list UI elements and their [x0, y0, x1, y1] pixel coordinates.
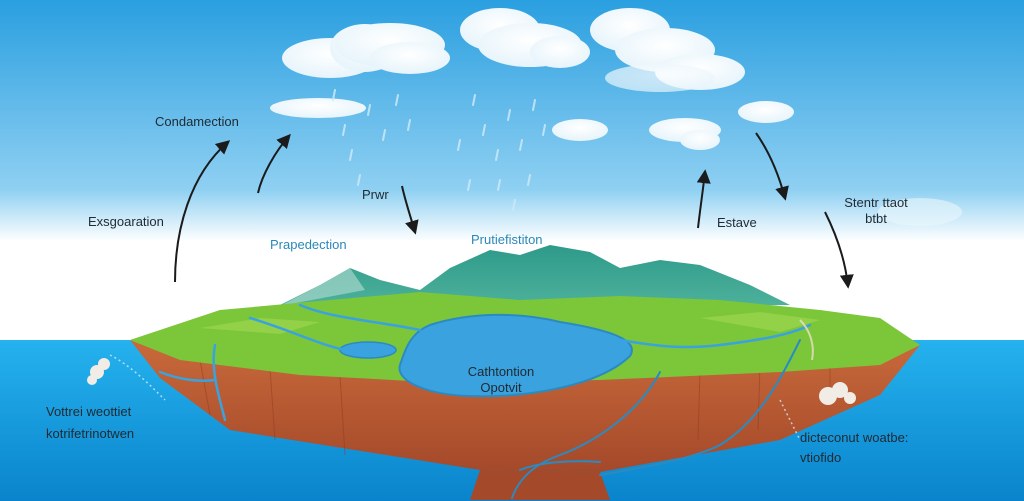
arrow-icon: [174, 140, 231, 283]
soil-bottom: [470, 470, 610, 500]
label-prw: Prwr: [362, 187, 389, 202]
arrow-icon: [755, 132, 789, 201]
arrow-icon: [696, 169, 711, 229]
label-stentr-line1: Stentr ttaot: [844, 195, 908, 210]
label-center-line2: Opotvit: [480, 380, 522, 396]
label-stentr-line2: btbt: [865, 211, 887, 227]
cloud-icon: [878, 198, 962, 226]
mountain-snow: [280, 268, 365, 306]
rain-icon: [332, 89, 546, 211]
river-icon: [158, 303, 812, 422]
label-right-bottom-line1: dicteconut woatbe:: [800, 430, 909, 445]
cloud-icon: [649, 118, 721, 150]
label-estave: Estave: [717, 215, 757, 230]
label-left-bottom-line1: Vottrei weottiet: [46, 404, 132, 419]
label-left-bottom: Vottrei weottiet kotrifetrinotwen: [46, 404, 134, 443]
land-highlight: [200, 318, 320, 334]
arrow-group: [174, 132, 854, 289]
cloud-icon: [282, 23, 450, 78]
stream-icon: [799, 319, 814, 361]
label-right-bottom-line2: vtiofido: [800, 450, 842, 466]
pond-icon: [339, 341, 397, 359]
lake-icon: [398, 313, 633, 398]
land-highlight: [700, 312, 820, 332]
label-left-bottom-line2: kotrifetrinotwen: [46, 426, 135, 442]
label-right-bottom: dicteconut woatbe: vtiofido: [800, 430, 908, 467]
label-stentr: Stentr ttaot btbt: [836, 195, 916, 228]
mountain-icon: [270, 245, 790, 310]
arrow-icon: [257, 133, 291, 194]
cloud-icon: [460, 8, 590, 68]
arrow-icon: [824, 211, 854, 289]
cloud-icon: [590, 8, 745, 92]
steam-icon: [87, 358, 856, 405]
label-condensation: Condamection: [155, 114, 239, 129]
cloud-icon: [552, 119, 608, 141]
cloud-icon: [270, 98, 366, 118]
label-precipitation-center: Prutiefistiton: [471, 232, 543, 247]
label-precipitation-left: Prapedection: [270, 237, 347, 252]
groundwater-flow: [511, 339, 801, 499]
steam-trail: [109, 354, 801, 441]
cloud-icon: [738, 101, 794, 123]
arrow-icon: [401, 185, 419, 235]
label-center-line1: Cathtontion: [467, 364, 535, 379]
label-evaporation: Exsgoaration: [88, 214, 164, 229]
label-center: Cathtontion Opotvit: [455, 364, 547, 397]
